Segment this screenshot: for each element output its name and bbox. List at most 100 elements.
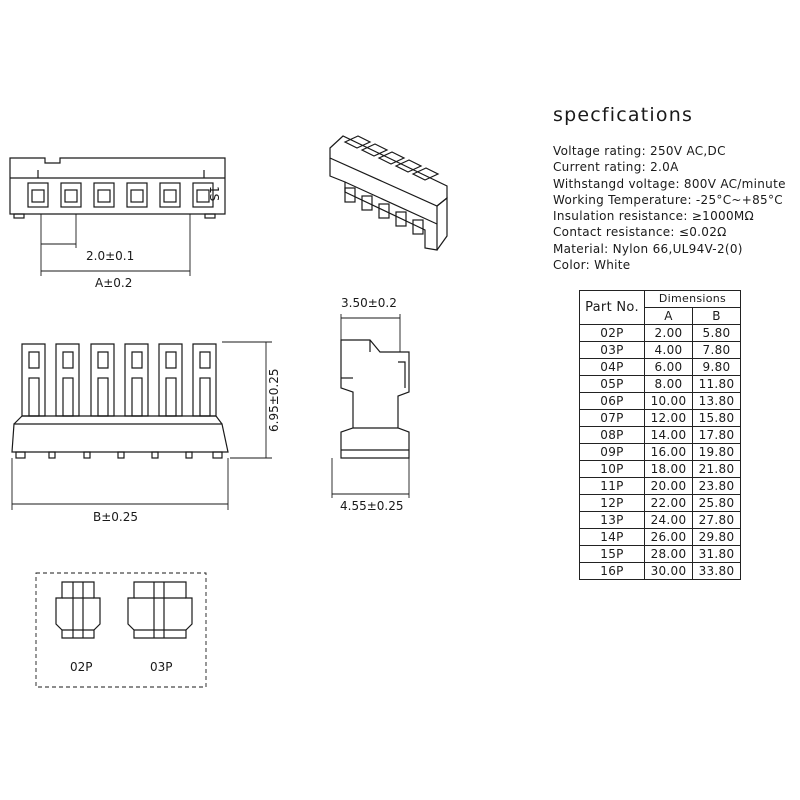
top-view: [9, 157, 226, 219]
part-number-cell: 07P: [579, 409, 645, 427]
dimension-b-cell: 27.80: [692, 511, 741, 529]
dimension-b-cell: 13.80: [692, 392, 741, 410]
part-number-cell: 11P: [579, 477, 645, 495]
two-pin-label: 02P: [70, 660, 93, 674]
part-number-cell: 10P: [579, 460, 645, 478]
dimension-a-cell: 24.00: [644, 511, 693, 529]
dimension-a-cell: 8.00: [644, 375, 693, 393]
part-number-header: Part No.: [579, 290, 645, 325]
dimension-b-cell: 17.80: [692, 426, 741, 444]
b-dimension-label: B±0.25: [93, 510, 138, 524]
specifications-list: Voltage rating: 250V AC,DC Current rating…: [553, 143, 786, 273]
part-number-cell: 06P: [579, 392, 645, 410]
front-view-dimensions: [11, 341, 272, 510]
specification-line: Working Temperature: -25°C~+85°C: [553, 192, 783, 207]
pitch-dimension-label: 2.0±0.1: [86, 249, 134, 263]
specification-line: Material: Nylon 66,UL94V-2(0): [553, 241, 743, 256]
side-view-dimensions: [331, 314, 410, 498]
dimension-b-cell: 31.80: [692, 545, 741, 563]
front-view-slots: [21, 343, 217, 417]
dimension-a-cell: 12.00: [644, 409, 693, 427]
side-top-dimension-label: 3.50±0.2: [341, 296, 397, 310]
part-number-cell: 12P: [579, 494, 645, 512]
top-view-pin-openings: [27, 182, 214, 208]
drawing-labels: 2.0±0.1 A±0.2 B±0.25 6.95±0.25 3.50±0.2 …: [70, 186, 404, 674]
dimension-a-cell: 4.00: [644, 341, 693, 359]
dimension-a-cell: 18.00: [644, 460, 693, 478]
side-bottom-dimension-label: 4.55±0.25: [340, 499, 404, 513]
three-pin-label: 03P: [150, 660, 173, 674]
dimension-a-cell: 14.00: [644, 426, 693, 444]
dimension-a-cell: 22.00: [644, 494, 693, 512]
part-number-cell: 05P: [579, 375, 645, 393]
dimension-b-cell: 23.80: [692, 477, 741, 495]
isometric-pins: [344, 187, 424, 235]
dimension-a-cell: 2.00: [644, 324, 693, 342]
part-number-cell: 04P: [579, 358, 645, 376]
specifications-title: specfications: [553, 104, 694, 126]
dimension-a-cell: 16.00: [644, 443, 693, 461]
dimension-a-cell: 6.00: [644, 358, 693, 376]
dimension-b-cell: 9.80: [692, 358, 741, 376]
part-number-cell: 15P: [579, 545, 645, 563]
dimension-b-cell: 21.80: [692, 460, 741, 478]
top-view-dimensions: [40, 214, 191, 276]
dimension-b-cell: 15.80: [692, 409, 741, 427]
dimension-b-cell: 11.80: [692, 375, 741, 393]
part-number-cell: 09P: [579, 443, 645, 461]
specification-line: Contact resistance: ≤0.02Ω: [553, 225, 727, 240]
specification-line: Insulation resistance: ≥1000MΩ: [553, 209, 754, 224]
pin1-marking: 1S: [207, 186, 221, 201]
front-view-feet: [15, 451, 223, 459]
a-dimension-label: A±0.2: [95, 276, 132, 290]
dimension-a-cell: 26.00: [644, 528, 693, 546]
pin-variant-inset: [35, 572, 207, 688]
dimension-b-cell: 19.80: [692, 443, 741, 461]
dimension-a-cell: 30.00: [644, 562, 693, 580]
dimension-a-cell: 28.00: [644, 545, 693, 563]
front-view: [11, 343, 229, 459]
dimension-b-cell: 29.80: [692, 528, 741, 546]
isometric-view: [329, 135, 448, 251]
height-dimension-label: 6.95±0.25: [267, 369, 281, 433]
part-number-cell: 03P: [579, 341, 645, 359]
dimension-a-cell: 20.00: [644, 477, 693, 495]
part-number-cell: 14P: [579, 528, 645, 546]
part-number-cell: 16P: [579, 562, 645, 580]
column-b-header: B: [692, 307, 741, 325]
part-number-cell: 13P: [579, 511, 645, 529]
two-pin-variant: [55, 581, 101, 639]
three-pin-variant: [127, 581, 193, 639]
column-a-header: A: [644, 307, 693, 325]
side-view: [340, 339, 410, 459]
specification-line: Current rating: 2.0A: [553, 160, 679, 175]
specification-line: Withstangd voltage: 800V AC/minute: [553, 176, 786, 191]
dimension-b-cell: 5.80: [692, 324, 741, 342]
dimensions-header: Dimensions: [644, 290, 741, 308]
dimension-b-cell: 25.80: [692, 494, 741, 512]
part-number-cell: 02P: [579, 324, 645, 342]
part-number-cell: 08P: [579, 426, 645, 444]
dimension-b-cell: 33.80: [692, 562, 741, 580]
specification-line: Voltage rating: 250V AC,DC: [553, 144, 726, 158]
isometric-cells: [343, 135, 440, 181]
